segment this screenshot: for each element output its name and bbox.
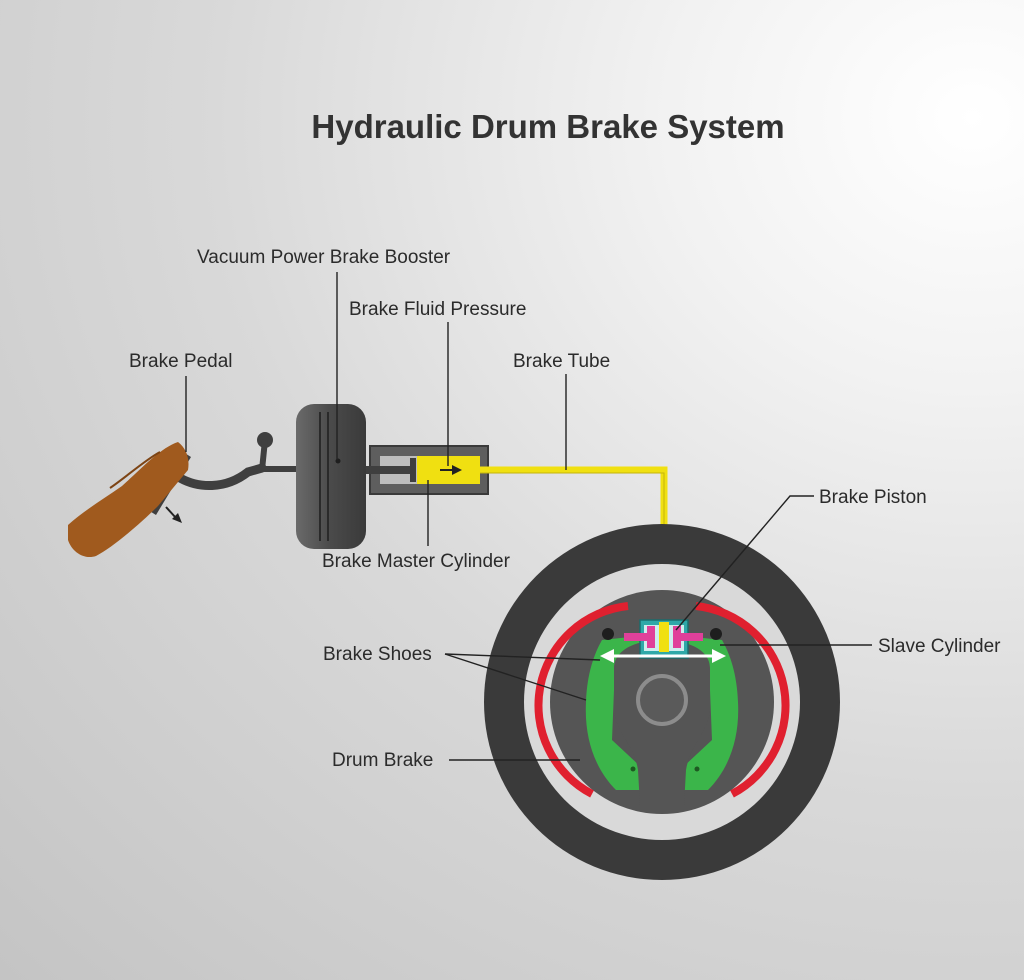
left-brake-piston: [624, 633, 650, 641]
pedal-arm: [175, 463, 267, 491]
vacuum-brake-booster: [296, 404, 366, 549]
push-direction-arrow-icon: [165, 506, 182, 523]
right-brake-piston: [677, 633, 703, 641]
brake-pedal-assembly: [68, 432, 300, 558]
wheel-drum-assembly: [484, 524, 840, 880]
label-brake-pedal: Brake Pedal: [129, 351, 233, 372]
booster-push-rod: [258, 466, 300, 472]
booster-body: [296, 404, 366, 549]
driver-foot: [68, 442, 189, 558]
label-brake-tube: Brake Tube: [513, 351, 610, 372]
left-brake-shoe: [585, 636, 660, 790]
diagram-title: Hydraulic Drum Brake System: [311, 108, 784, 145]
label-brake-piston: Brake Piston: [819, 487, 927, 508]
shoe-expansion-arrows-icon: [600, 649, 726, 663]
right-brake-shoe: [664, 636, 739, 790]
brake-master-cylinder: [366, 445, 489, 495]
label-brake-master-cylinder: Brake Master Cylinder: [322, 551, 511, 572]
left-shoe-lining: [534, 602, 629, 798]
slave-cylinder-fluid: [659, 622, 669, 652]
fluid-flow-arrow-icon: [440, 465, 462, 475]
master-piston-rod: [366, 466, 416, 474]
label-brake-shoes: Brake Shoes: [323, 644, 432, 665]
label-vacuum-power-brake-booster: Vacuum Power Brake Booster: [197, 247, 451, 268]
wheel-hub: [636, 674, 688, 726]
leader-lines: [185, 272, 872, 761]
right-anchor-pin: [710, 628, 722, 640]
left-anchor-pin: [602, 628, 614, 640]
label-brake-fluid-pressure: Brake Fluid Pressure: [349, 299, 526, 320]
label-drum-brake: Drum Brake: [332, 750, 433, 771]
right-shoe-lining: [695, 602, 790, 798]
foot-detail: [109, 451, 161, 489]
label-slave-cylinder: Slave Cylinder: [878, 636, 1001, 657]
